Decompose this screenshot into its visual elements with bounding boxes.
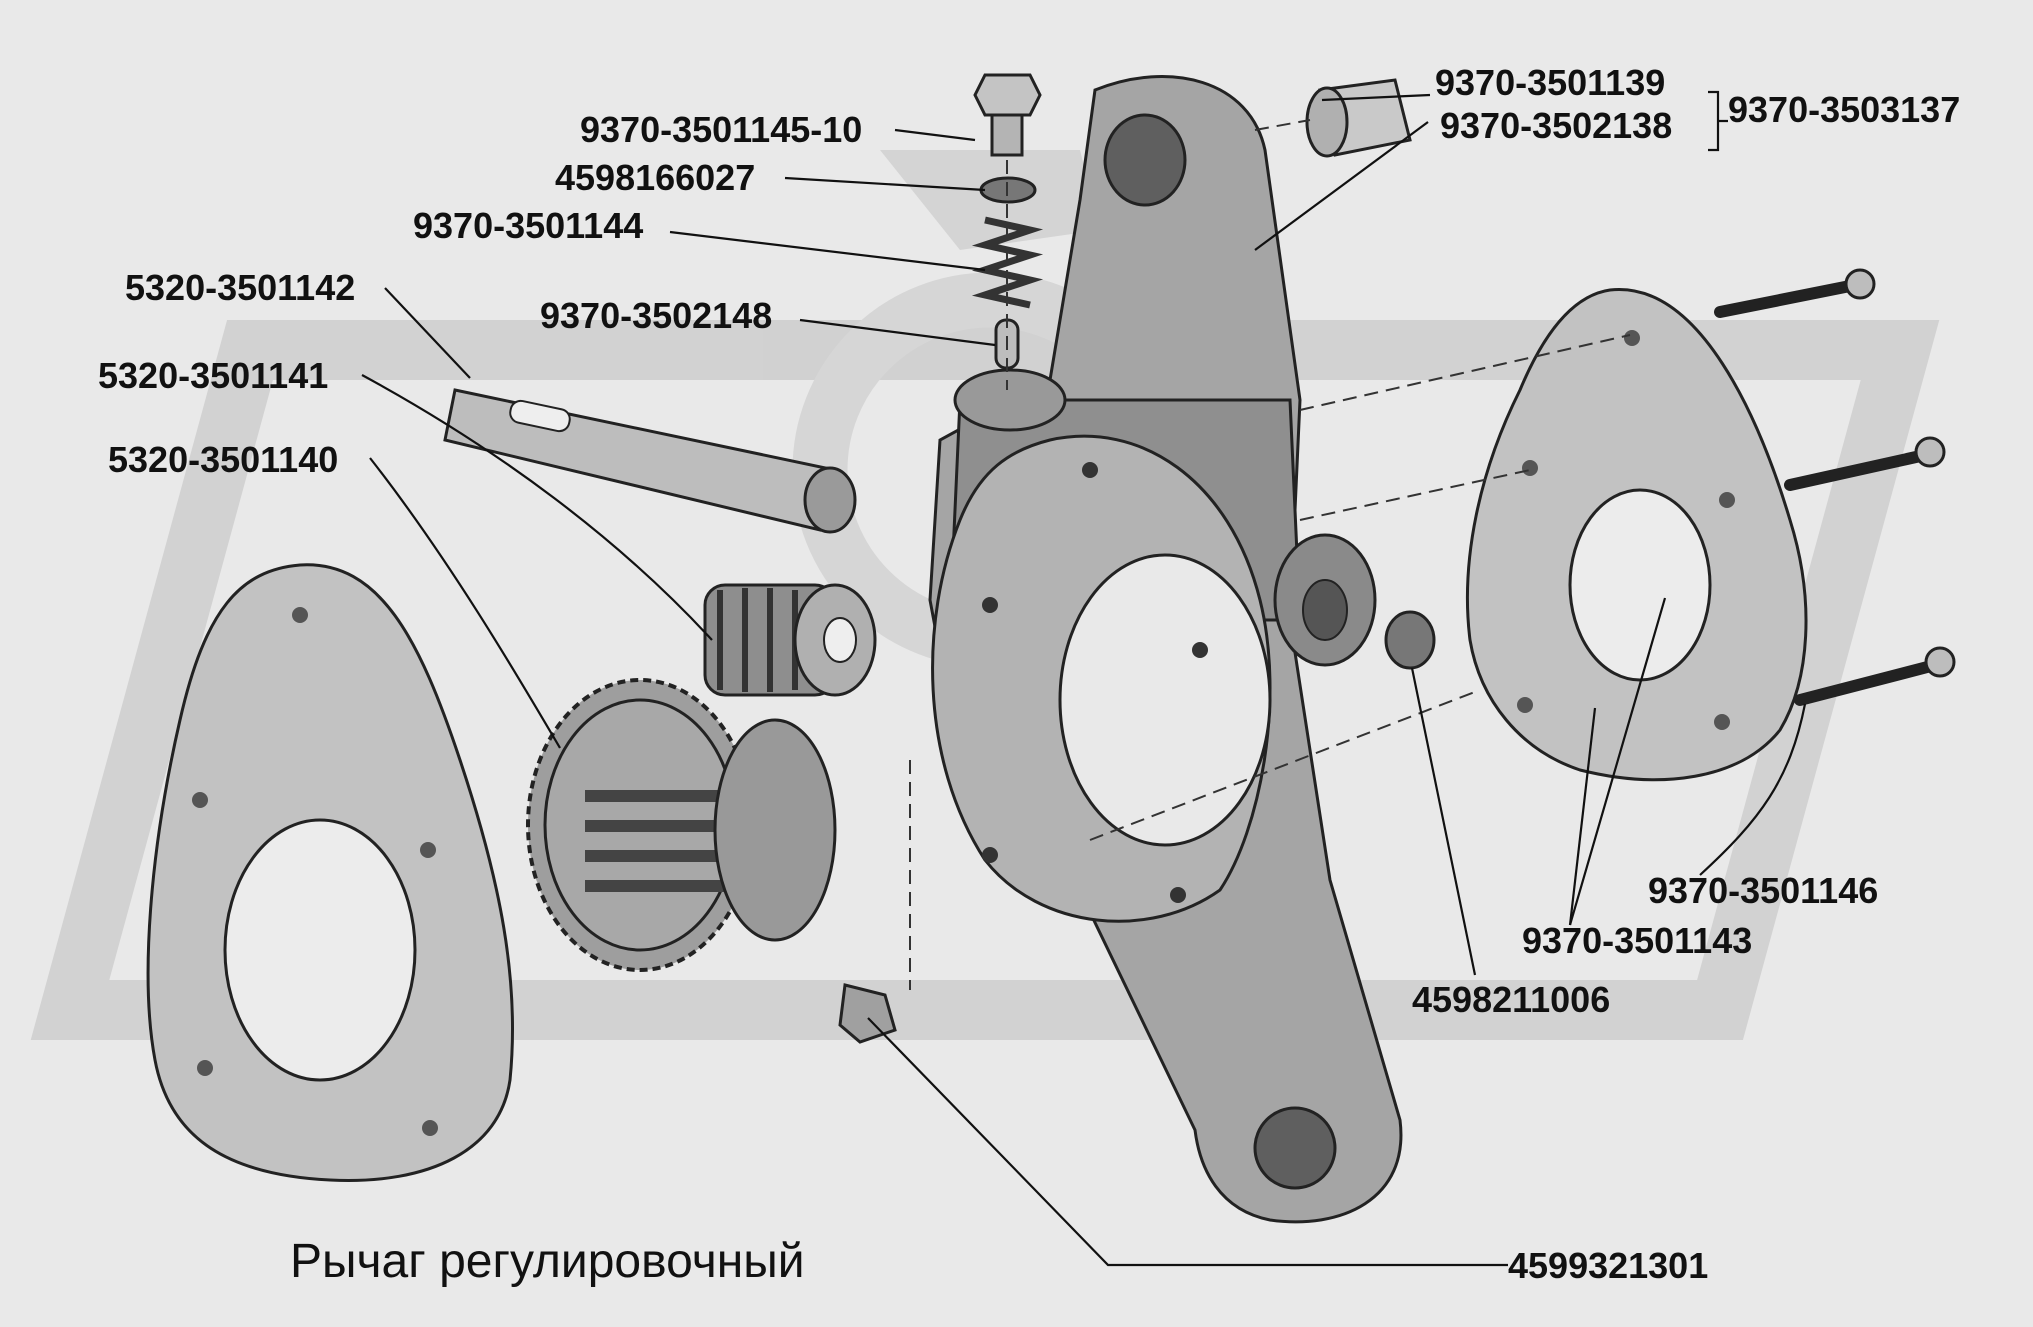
leader-lines — [361, 90, 1807, 1267]
label-spring: 9370-3501144 — [413, 205, 643, 246]
rivets — [1714, 268, 1956, 706]
assembly-lines — [909, 119, 1631, 990]
label-bushing-1: 9370-3501139 — [1435, 62, 1665, 103]
label-worm-gear: 5320-3501140 — [108, 439, 338, 480]
label-bushing-2: 9370-3502138 — [1440, 105, 1672, 146]
label-bolt: 9370-3501145-10 — [580, 109, 862, 150]
bolt — [973, 73, 1042, 157]
diagram-title: Рычаг регулировочный — [290, 1235, 805, 1288]
worm-gear — [526, 678, 837, 972]
plug — [1384, 610, 1436, 670]
label-bushing-group: 9370-3503137 — [1728, 89, 1960, 130]
spring — [971, 216, 1044, 309]
label-worm: 5320-3501141 — [98, 355, 328, 396]
right-cover-plate — [1465, 288, 1808, 782]
worm-shaft — [443, 388, 857, 534]
grease-fitting — [838, 983, 897, 1044]
label-ball-plunger: 9370-3502148 — [540, 295, 772, 336]
label-grease-fitting: 4599321301 — [1508, 1245, 1708, 1286]
worm — [703, 583, 877, 697]
adjusting-lever-body — [928, 75, 1403, 1224]
left-cover-plate — [146, 563, 515, 1182]
label-rivet: 9370-3501146 — [1648, 870, 1878, 911]
bushing — [1305, 78, 1412, 158]
label-cover: 9370-3501143 — [1522, 920, 1752, 961]
label-washer: 4598166027 — [555, 157, 755, 198]
label-plug: 4598211006 — [1412, 979, 1610, 1020]
label-worm-shaft: 5320-3501142 — [125, 267, 355, 308]
